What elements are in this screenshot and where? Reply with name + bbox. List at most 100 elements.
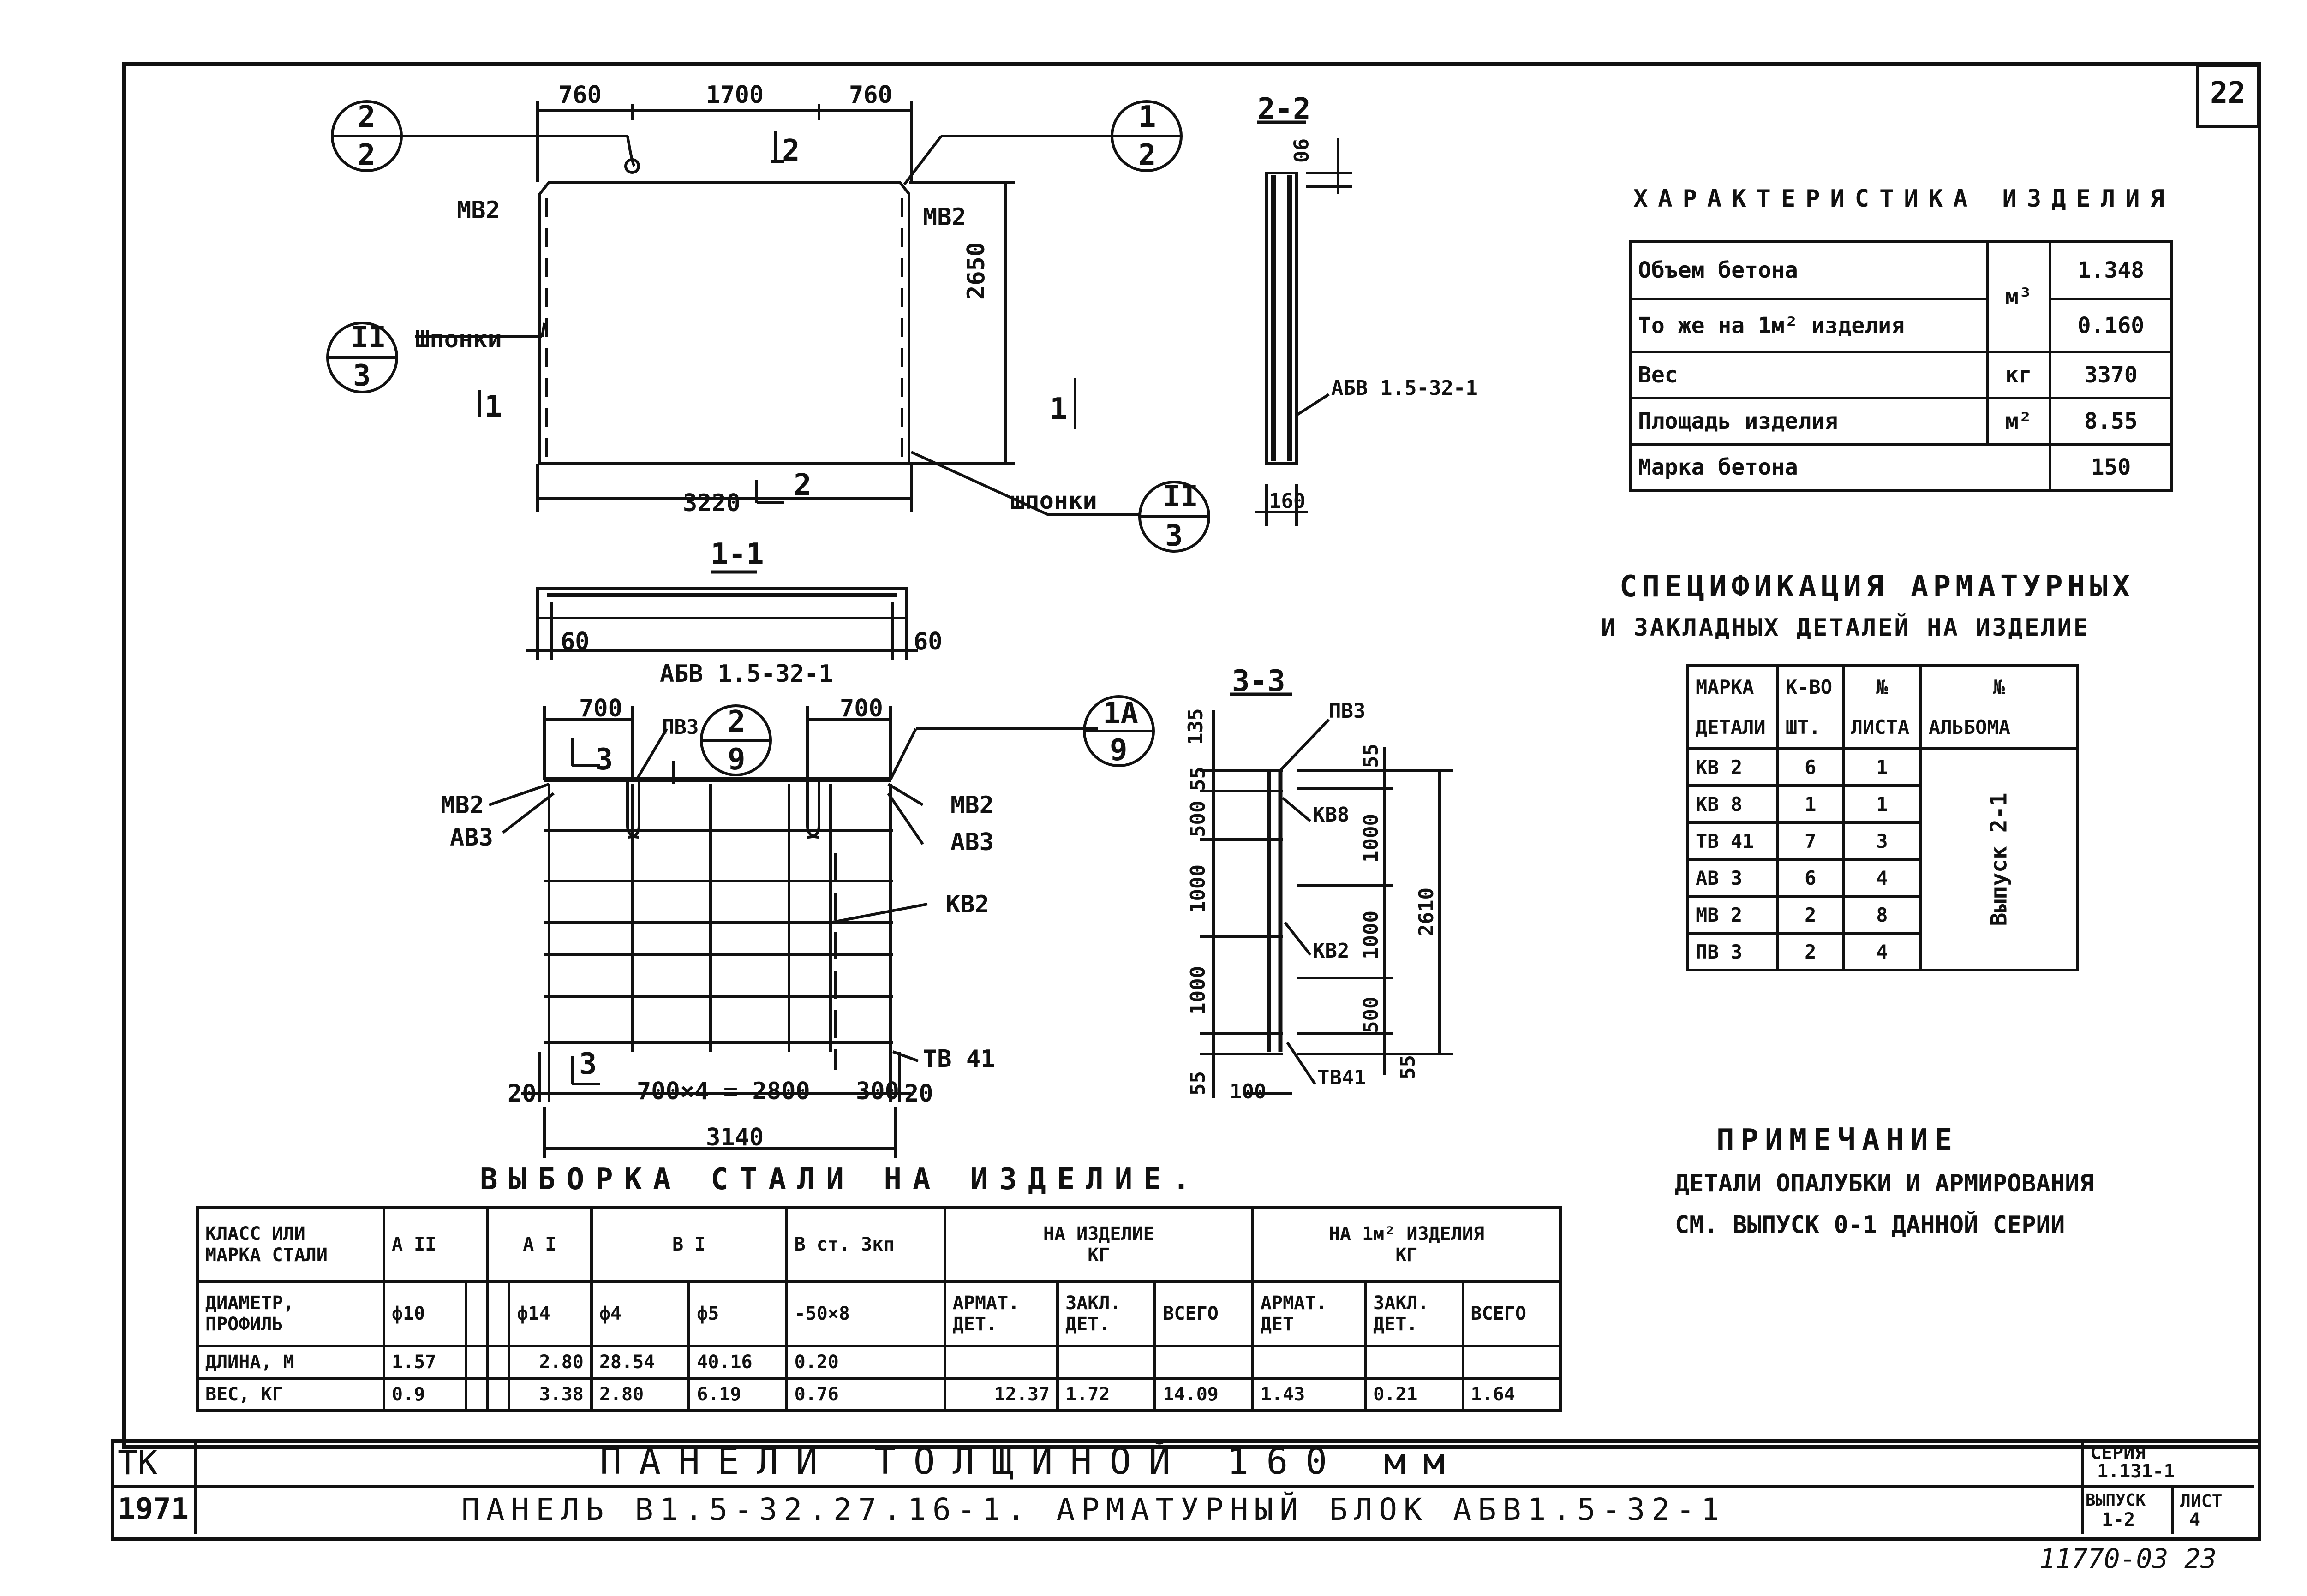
spec-row-mark: КВ 2 xyxy=(1686,747,1779,787)
steel-class-a1: А I xyxy=(486,1206,593,1283)
char-unit: м² xyxy=(1986,397,2051,446)
steel-class-a2: А II xyxy=(383,1206,489,1283)
steel-wt-d14: 3.38 xyxy=(508,1377,593,1412)
steel-d-strip: -50×8 xyxy=(785,1280,946,1347)
section-1-1-title: 1-1 xyxy=(711,537,764,572)
title-year: 1971 xyxy=(118,1492,189,1526)
plan-section-1-left: 1 xyxy=(484,390,502,424)
s33-right-1000-a: 1000 xyxy=(1359,814,1383,863)
callout-1-2-top: 1 xyxy=(1138,100,1156,134)
steel-per-item-b: КГ xyxy=(1088,1245,1110,1266)
section-1-1-dim-right: 60 xyxy=(914,628,943,655)
char-unit: м³ xyxy=(1986,240,2051,353)
callout-1-2-bottom: 2 xyxy=(1138,138,1156,173)
spec-head-qty-2: ШТ. xyxy=(1776,707,1845,750)
steel-h-zak2: ЗАКЛ.ДЕТ. xyxy=(1364,1280,1464,1347)
steel-wt-zak2: 0.21 xyxy=(1364,1377,1464,1412)
steel-empty xyxy=(486,1377,511,1412)
s33-dim-55-top: 55 xyxy=(1186,767,1210,791)
title-main: ПАНЕЛИ ТОЛЩИНОЙ 160 мм xyxy=(600,1441,1463,1483)
plan-dim-left: 760 xyxy=(558,81,602,109)
char-label: Вес xyxy=(1629,351,1989,399)
steel-len-d4: 28.54 xyxy=(590,1345,691,1380)
spec-head-sheet-2: ЛИСТА xyxy=(1841,707,1923,750)
steel-h-arm2-b: ДЕТ xyxy=(1260,1314,1294,1335)
spec-title-line1: СПЕЦИФИКАЦИЯ АРМАТУРНЫХ xyxy=(1620,570,2135,604)
steel-h-arm-a: АРМАТ. xyxy=(952,1292,1020,1314)
spec-row-qty: 1 xyxy=(1776,784,1845,824)
title-series-value: 1.131-1 xyxy=(2097,1461,2175,1482)
spec-row-sheet: 4 xyxy=(1841,932,1923,971)
callout-1a-9-top: 1А xyxy=(1103,697,1139,731)
section-2-2-block-label: АБВ 1.5-32-1 xyxy=(1331,376,1478,400)
char-label: То же на 1м² изделия xyxy=(1629,298,1989,353)
note-title: ПРИМЕЧАНИЕ xyxy=(1716,1123,1959,1157)
steel-empty xyxy=(486,1345,511,1380)
section-2-2-dim-bottom: 160 xyxy=(1269,489,1306,513)
s33-right-2610: 2610 xyxy=(1415,887,1438,936)
char-unit: кг xyxy=(1986,351,2051,399)
section-2-2-title: 2-2 xyxy=(1257,92,1311,126)
char-value: 150 xyxy=(2048,443,2174,492)
spec-row-sheet: 1 xyxy=(1841,784,1923,824)
steel-h-arm2: АРМАТ.ДЕТ xyxy=(1251,1280,1367,1347)
s33-right-55-top: 55 xyxy=(1359,744,1383,768)
section-3-3-pv3: ПВ3 xyxy=(1329,699,1366,723)
plan-dim-mid: 1700 xyxy=(706,81,764,109)
note-line2: СМ. ВЫПУСК 0-1 ДАННОЙ СЕРИИ xyxy=(1675,1211,2065,1239)
spec-head-album: № xyxy=(1919,664,2079,707)
steel-h-arm-b: ДЕТ. xyxy=(952,1314,998,1335)
steel-h-arm: АРМАТ.ДЕТ. xyxy=(943,1280,1059,1347)
steel-wt-strip: 0.76 xyxy=(785,1377,946,1412)
block-title: АБВ 1.5-32-1 xyxy=(660,660,833,688)
steel-h-zak2-a: ЗАКЛ. xyxy=(1373,1292,1429,1314)
title-sheet-label: ЛИСТ xyxy=(2180,1491,2223,1511)
spec-row-sheet: 3 xyxy=(1841,821,1923,861)
steel-diam-label-a: ДИАМЕТР, xyxy=(205,1292,294,1314)
block-kv2: КВ2 xyxy=(946,891,989,918)
callout-1a-9-bottom: 9 xyxy=(1110,733,1128,768)
steel-h-zak-b: ДЕТ. xyxy=(1065,1314,1110,1335)
plan-dim-right: 760 xyxy=(849,81,892,109)
steel-title: ВЫБОРКА СТАЛИ НА ИЗДЕЛИЕ. xyxy=(480,1162,1201,1197)
steel-empty xyxy=(465,1345,489,1380)
s33-right-1000-b: 1000 xyxy=(1359,911,1383,959)
spec-head-mark-2: ДЕТАЛИ xyxy=(1686,707,1779,750)
panel-outline xyxy=(538,181,910,465)
spec-row-mark: АВ 3 xyxy=(1686,858,1779,898)
spec-album-cell: Выпуск 2-1 xyxy=(1919,747,2079,971)
steel-empty xyxy=(1154,1345,1254,1380)
block-dim-20-right: 20 xyxy=(904,1080,933,1108)
block-av3-right: АВ3 xyxy=(950,828,994,856)
title-block-sheet-divider xyxy=(2171,1485,2174,1534)
plan-shponki-right: шпонки xyxy=(1010,487,1097,515)
steel-len-label: ДЛИНА, М xyxy=(196,1345,385,1380)
s33-right-55-bottom: 55 xyxy=(1396,1055,1420,1079)
steel-wt-total: 14.09 xyxy=(1154,1377,1254,1412)
title-block-series-divider xyxy=(2081,1439,2084,1534)
steel-empty xyxy=(465,1280,489,1347)
block-mv2-right: МВ2 xyxy=(950,792,994,819)
spec-row-sheet: 4 xyxy=(1841,858,1923,898)
callout-ii-3-bottom: 3 xyxy=(353,359,371,393)
spec-head-sheet: № xyxy=(1841,664,1923,707)
plan-mv2-right: МВ2 xyxy=(923,203,966,231)
steel-d5: ф5 xyxy=(687,1280,788,1347)
char-label: Площадь изделия xyxy=(1629,397,1989,446)
title-block-divider xyxy=(111,1485,2254,1488)
s33-right-500: 500 xyxy=(1359,996,1383,1033)
title-series-label: СЕРИЯ xyxy=(2090,1442,2146,1464)
section-3-3-kv2: КВ2 xyxy=(1313,939,1350,963)
steel-wt-label: ВЕС, КГ xyxy=(196,1377,385,1412)
steel-wt-zak: 1.72 xyxy=(1056,1377,1157,1412)
callout-2-9-top: 2 xyxy=(728,705,746,739)
plan-section-2-top: 2 xyxy=(782,134,800,168)
steel-h-zak2-b: ДЕТ. xyxy=(1373,1314,1418,1335)
footer-note: 11770-03 23 xyxy=(2039,1543,2217,1574)
callout-ii-3-top: II xyxy=(351,321,387,355)
steel-empty xyxy=(1056,1345,1157,1380)
